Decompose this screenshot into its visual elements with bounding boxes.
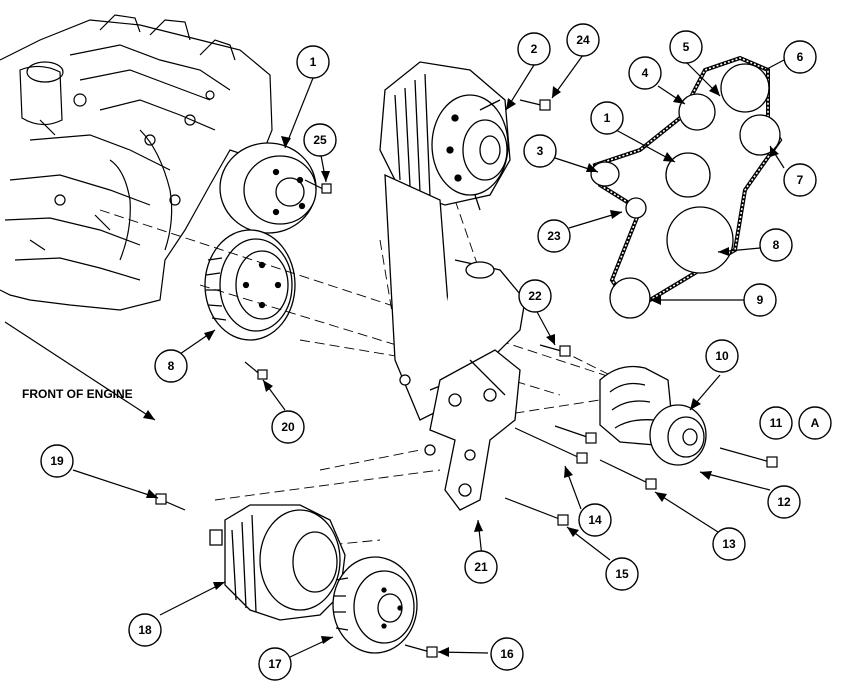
svg-text:12: 12 [777, 495, 791, 509]
callout-10: 10 [705, 339, 739, 373]
callout-1-top: 1 [296, 45, 330, 79]
callout-3: 3 [523, 134, 557, 168]
svg-text:16: 16 [500, 647, 514, 661]
belt-pulley-23 [625, 197, 647, 219]
bolt-14 [514, 427, 581, 459]
callout-23: 23 [537, 219, 571, 253]
svg-text:11: 11 [770, 416, 783, 430]
svg-text:6: 6 [797, 50, 804, 64]
svg-text:1: 1 [310, 55, 317, 69]
belt-pulley-9 [609, 277, 651, 319]
svg-text:10: 10 [715, 349, 729, 363]
svg-text:20: 20 [281, 420, 295, 434]
svg-text:19: 19 [50, 454, 64, 468]
belt-pulley-3 [590, 161, 620, 187]
svg-text:7: 7 [797, 173, 804, 187]
svg-text:21: 21 [474, 560, 488, 574]
callout-13: 13 [712, 527, 746, 561]
svg-text:8: 8 [168, 359, 175, 373]
callout-5: 5 [669, 30, 703, 64]
callout-24: 24 [566, 23, 600, 57]
belt-pulley-1 [665, 152, 711, 198]
callout-14: 14 [578, 503, 612, 537]
bolts [155, 99, 778, 658]
belt-tensioner [599, 365, 707, 466]
bolt-13 [599, 459, 651, 485]
callout-15: 15 [605, 557, 639, 591]
alternator-bracket [384, 173, 526, 456]
svg-text:1: 1 [604, 111, 611, 125]
callouts: 1 2 24 5 6 4 1 3 7 25 23 8 9 22 8 10 11 … [40, 23, 832, 681]
callout-A: A [798, 406, 832, 440]
callout-18: 18 [128, 613, 162, 647]
svg-text:8: 8 [773, 238, 780, 252]
svg-text:4: 4 [642, 66, 649, 80]
water-pump-pulley [219, 142, 317, 234]
bolt-16 [404, 644, 431, 653]
callout-21: 21 [464, 550, 498, 584]
svg-text:3: 3 [537, 144, 544, 158]
callout-4: 4 [628, 56, 662, 90]
bolt-12 [554, 425, 591, 439]
svg-text:24: 24 [576, 33, 590, 47]
crankshaft-pulley [204, 229, 296, 341]
callout-22: 22 [518, 279, 552, 313]
svg-text:15: 15 [615, 567, 629, 581]
belt-pulley-4 [678, 93, 716, 131]
engine-block [0, 14, 273, 311]
alternator [379, 61, 511, 211]
callout-11: 11 [759, 406, 793, 440]
arrow-heads [143, 84, 779, 657]
callout-8-crank: 8 [154, 349, 188, 383]
svg-text:13: 13 [722, 537, 736, 551]
svg-text:17: 17 [268, 657, 282, 671]
callout-20: 20 [271, 410, 305, 444]
svg-text:2: 2 [531, 42, 538, 56]
callout-19: 19 [40, 444, 74, 478]
svg-text:23: 23 [547, 229, 561, 243]
svg-text:5: 5 [683, 40, 690, 54]
front-of-engine-label: FRONT OF ENGINE [22, 387, 133, 401]
power-steering-pump [209, 504, 346, 621]
belt-pulley-8 [666, 206, 734, 274]
belt-routing-diagram [590, 55, 783, 319]
callout-8-belt: 8 [759, 228, 793, 262]
callout-12: 12 [767, 485, 801, 519]
svg-text:18: 18 [138, 623, 152, 637]
callout-2: 2 [517, 32, 551, 66]
belt-pulley-5 [720, 63, 770, 113]
svg-text:A: A [811, 416, 820, 430]
belt-pulley-7 [739, 114, 781, 156]
callout-7: 7 [783, 163, 817, 197]
svg-text:9: 9 [757, 293, 764, 307]
svg-text:14: 14 [588, 513, 602, 527]
svg-text:22: 22 [528, 289, 542, 303]
callout-16: 16 [490, 637, 524, 671]
svg-text:25: 25 [313, 133, 327, 147]
bolt-15 [504, 497, 563, 521]
bolt-11 [719, 447, 771, 463]
callout-6: 6 [783, 40, 817, 74]
callout-25: 25 [303, 123, 337, 157]
callout-9: 9 [743, 283, 777, 317]
accessory-bracket [429, 349, 521, 511]
callout-17: 17 [258, 647, 292, 681]
callout-1-belt: 1 [590, 101, 624, 135]
power-steering-pulley [332, 556, 418, 654]
